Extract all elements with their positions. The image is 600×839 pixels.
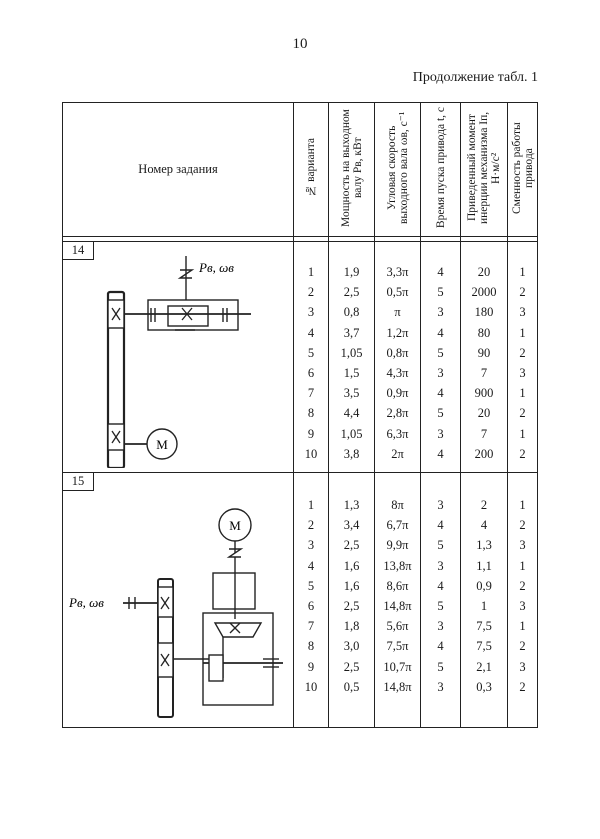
header-power: Мощность на выходном валу Pв, кВт [328, 102, 375, 237]
header-start-time: Время пуска привода t, c [420, 102, 461, 237]
table-continuation-caption: Продолжение табл. 1 [412, 70, 538, 85]
task-14-kinematic-scheme: Pв, ωв M [106, 256, 251, 470]
task-14-label: 14 [63, 241, 94, 260]
task-15-kinematic-scheme: Pв, ωв M [68, 508, 283, 718]
task-15-label: 15 [63, 472, 94, 491]
page-number: 10 [292, 36, 308, 52]
header-task-number: Номер задания [62, 102, 294, 237]
task-14-block: 14 [62, 241, 538, 473]
header-variant: № варианта [293, 102, 329, 237]
task-14-motor-label: M [156, 437, 168, 452]
variants-table: Номер задания № варианта Мощность на вых… [62, 102, 538, 728]
task-15-scheme-cell: 15 [62, 472, 294, 728]
task-15-output-label: Pв, ωв [68, 595, 104, 610]
task-14-output-label: Pв, ωв [198, 260, 234, 275]
header-shift: Сменность работы привода [507, 102, 538, 237]
task-15-motor-label: M [229, 518, 241, 533]
header-speed: Угловая скорость выходного вала ωв, c⁻¹ [374, 102, 421, 237]
header-inertia: Приведенный момент инерции механизма Iп,… [460, 102, 508, 237]
task-15-block: 15 [62, 472, 538, 728]
task-14-scheme-cell: 14 [62, 241, 294, 473]
table-header-row: Номер задания № варианта Мощность на вых… [62, 102, 538, 237]
